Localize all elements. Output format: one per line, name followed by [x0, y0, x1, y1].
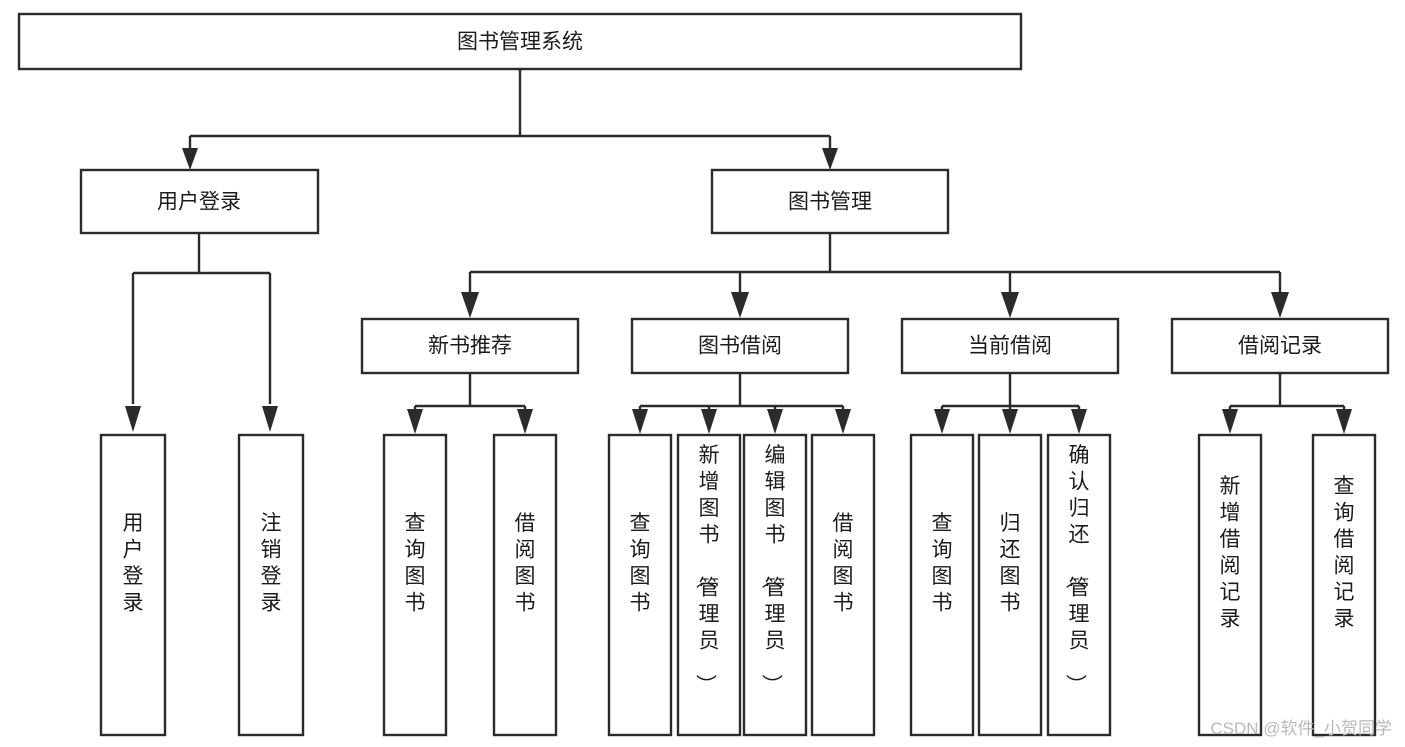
node-leaf-borrow-book-2-box[interactable] — [810, 433, 876, 737]
node-leaf-logout-label: 注销登录 — [261, 512, 282, 615]
connector-userlogin-bus — [131, 233, 272, 404]
node-root[interactable]: 图书管理系统 — [17, 12, 1023, 71]
node-leaf-edit-book[interactable]: 编辑图书（管理员） — [742, 433, 808, 737]
node-leaf-query-record[interactable]: 查询借阅记录 — [1311, 433, 1377, 737]
connector-currentborrow-bus — [940, 373, 1081, 414]
node-user-login[interactable]: 用户登录 — [79, 168, 320, 235]
arrow-to-leaf-user-login — [125, 406, 141, 432]
connectors-layer — [125, 69, 1352, 434]
node-leaf-add-record-box[interactable] — [1197, 433, 1263, 737]
arrow-to-new-book-rec — [461, 292, 479, 318]
node-leaf-borrow-book-2[interactable]: 借阅图书 — [810, 433, 876, 737]
node-leaf-borrow-book-1[interactable]: 借阅图书 — [492, 433, 558, 737]
arrow-to-leaf-query-book-2 — [632, 409, 648, 434]
node-leaf-confirm-return-label: 确认归还（管理员） — [1064, 444, 1090, 695]
connector-newbookrec-bus — [413, 373, 527, 414]
connector-bookmanage-bus — [468, 233, 1282, 292]
node-book-borrow-box[interactable] — [630, 317, 850, 375]
node-leaf-add-book-label: 新增图书（管理员） — [694, 444, 720, 695]
arrow-to-leaf-add-book — [701, 409, 717, 434]
node-leaf-confirm-return-box[interactable] — [1046, 433, 1112, 737]
node-book-borrow[interactable]: 图书借阅 — [630, 317, 850, 375]
arrow-to-leaf-add-record — [1222, 409, 1238, 434]
node-borrow-record-box[interactable] — [1170, 317, 1390, 375]
arrow-to-book-manage — [822, 148, 838, 170]
arrow-to-current-borrow — [1001, 292, 1019, 318]
node-current-borrow-box[interactable] — [900, 317, 1120, 375]
node-current-borrow-label: 当前借阅 — [968, 335, 1052, 358]
node-leaf-query-book-2[interactable]: 查询图书 — [607, 433, 673, 737]
node-leaf-borrow-book-2-label: 借阅图书 — [833, 512, 854, 615]
node-new-book-rec-label: 新书推荐 — [428, 335, 512, 358]
node-leaf-user-login[interactable]: 用户登录 — [99, 433, 167, 737]
node-leaf-user-login-label: 用户登录 — [123, 512, 144, 615]
arrow-to-leaf-query-record — [1336, 409, 1352, 434]
node-new-book-rec[interactable]: 新书推荐 — [360, 317, 580, 375]
arrow-to-book-borrow — [731, 292, 749, 318]
node-leaf-edit-book-box[interactable] — [742, 433, 808, 737]
node-leaf-query-book-3-box[interactable] — [909, 433, 975, 737]
node-book-manage-box[interactable] — [710, 168, 950, 235]
node-leaf-return-book-box[interactable] — [977, 433, 1043, 737]
node-book-manage[interactable]: 图书管理 — [710, 168, 950, 235]
arrow-to-borrow-record — [1271, 292, 1289, 318]
arrow-to-leaf-borrow-book-2 — [835, 409, 851, 434]
arrow-to-leaf-query-book-1 — [407, 409, 423, 434]
node-leaf-query-book-3-label: 查询图书 — [932, 512, 953, 615]
arrow-to-user-login — [182, 148, 198, 170]
node-book-borrow-label: 图书借阅 — [698, 335, 782, 358]
node-leaf-query-book-1-box[interactable] — [382, 433, 448, 737]
node-leaf-query-book-3[interactable]: 查询图书 — [909, 433, 975, 737]
node-leaf-borrow-book-1-box[interactable] — [492, 433, 558, 737]
node-leaf-query-record-box[interactable] — [1311, 433, 1377, 737]
arrow-to-leaf-borrow-book-1 — [517, 409, 533, 434]
node-user-login-label: 用户登录 — [157, 191, 241, 214]
node-leaf-query-book-2-box[interactable] — [607, 433, 673, 737]
arrow-to-leaf-edit-book — [767, 409, 783, 434]
node-leaf-add-book[interactable]: 新增图书（管理员） — [676, 433, 742, 737]
node-current-borrow[interactable]: 当前借阅 — [900, 317, 1120, 375]
node-leaf-query-record-label: 查询借阅记录 — [1334, 475, 1355, 631]
node-borrow-record[interactable]: 借阅记录 — [1170, 317, 1390, 375]
arrow-to-leaf-logout — [262, 406, 278, 432]
node-leaf-user-login-box[interactable] — [99, 433, 167, 737]
node-leaf-add-record-label: 新增借阅记录 — [1220, 475, 1241, 631]
connector-borrowrecord-bus — [1228, 373, 1346, 414]
node-root-label: 图书管理系统 — [457, 31, 583, 54]
node-borrow-record-label: 借阅记录 — [1238, 335, 1322, 358]
node-leaf-borrow-book-1-label: 借阅图书 — [515, 512, 536, 615]
node-leaf-add-record[interactable]: 新增借阅记录 — [1197, 433, 1263, 737]
node-root-box[interactable] — [17, 12, 1023, 71]
node-leaf-logout-box[interactable] — [237, 433, 305, 737]
node-leaf-return-book[interactable]: 归还图书 — [977, 433, 1043, 737]
arrow-to-leaf-return-book — [1002, 409, 1018, 434]
node-new-book-rec-box[interactable] — [360, 317, 580, 375]
watermark-label: CSDN @软件_小贺同学 — [1210, 719, 1392, 738]
node-leaf-edit-book-label: 编辑图书（管理员） — [760, 444, 786, 695]
connector-bookborrow-bus — [638, 373, 845, 414]
node-leaf-confirm-return[interactable]: 确认归还（管理员） — [1046, 433, 1112, 737]
node-leaf-add-book-box[interactable] — [676, 433, 742, 737]
node-leaf-return-book-label: 归还图书 — [1000, 512, 1021, 615]
arrow-to-leaf-query-book-3 — [934, 409, 950, 434]
node-leaf-query-book-2-label: 查询图书 — [630, 512, 651, 615]
node-leaf-logout[interactable]: 注销登录 — [237, 433, 305, 737]
arrow-to-leaf-confirm-return — [1071, 409, 1087, 434]
connector-root-to-level2 — [188, 69, 832, 158]
node-book-manage-label: 图书管理 — [788, 191, 872, 214]
node-leaf-query-book-1-label: 查询图书 — [405, 512, 426, 615]
node-user-login-box[interactable] — [79, 168, 320, 235]
node-leaf-query-book-1[interactable]: 查询图书 — [382, 433, 448, 737]
